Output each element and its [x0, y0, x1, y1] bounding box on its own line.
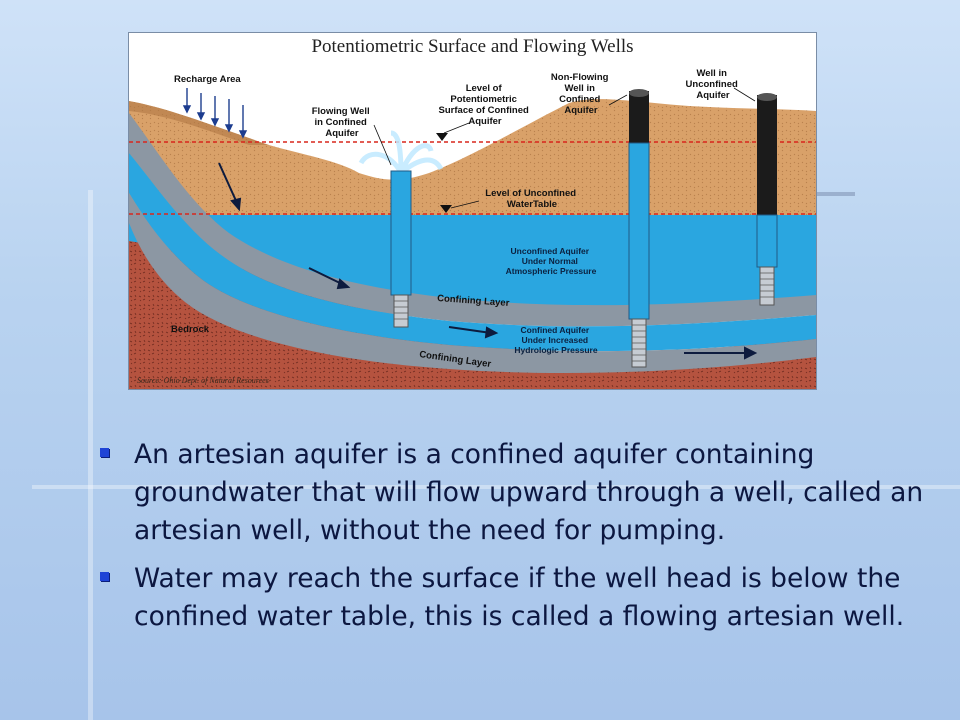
- bullet-item: An artesian aquifer is a confined aquife…: [100, 436, 930, 550]
- potentiometric-marker: [436, 133, 448, 141]
- flow-arrows: [218, 162, 758, 360]
- label-non-flowing-well: Non-Flowing Well in Confined Aquifer: [551, 72, 611, 116]
- background-stripe: [815, 192, 855, 196]
- confining-layer-upper: [129, 113, 816, 327]
- bullet-item: Water may reach the surface if the well …: [100, 560, 930, 636]
- bullet-text: Water may reach the surface if the well …: [134, 563, 905, 632]
- recharge-arrows: [182, 88, 248, 139]
- confined-aquifer-water: [129, 153, 816, 352]
- label-bedrock: Bedrock: [171, 324, 210, 335]
- label-potentiometric-level: Level of Potentiometric Surface of Confi…: [439, 83, 532, 127]
- bullet-icon: [100, 448, 109, 457]
- leader-lines: [373, 87, 756, 209]
- label-confining-layer-upper: Confining Layer: [437, 293, 510, 309]
- source-credit: Source: Ohio Dept. of Natural Resources: [137, 376, 269, 385]
- bedrock: [129, 241, 816, 389]
- flowing-well: [358, 130, 444, 328]
- label-confined-aquifer: Confined Aquifer Under Increased Hydrolo…: [514, 325, 597, 355]
- non-flowing-well: [628, 89, 650, 368]
- confining-layer-lower: [129, 193, 816, 373]
- background-stripe: [32, 485, 960, 489]
- background-stripe: [88, 190, 93, 720]
- unconfined-well: [756, 93, 778, 306]
- cross-section: Recharge Area Flowing Well in Confined A…: [129, 68, 816, 389]
- label-flowing-well: Flowing Well in Confined Aquifer: [312, 106, 373, 139]
- label-unconfined-aquifer: Unconfined Aquifer Under Normal Atmosphe…: [506, 246, 597, 276]
- bullet-list: An artesian aquifer is a confined aquife…: [100, 436, 930, 646]
- unconfined-marker: [440, 205, 452, 213]
- label-recharge-area: Recharge Area: [174, 74, 241, 85]
- fountain-spray: [358, 130, 444, 175]
- aquifer-diagram: Potentiometric Surface and Flowing Wells: [128, 32, 817, 390]
- diagram-title: Potentiometric Surface and Flowing Wells: [311, 36, 634, 57]
- bullet-icon: [100, 572, 109, 581]
- bullet-text: An artesian aquifer is a confined aquife…: [134, 439, 924, 546]
- recharge-slope: [129, 101, 269, 145]
- label-unconfined-well: Well in Unconfined Aquifer: [686, 68, 741, 101]
- label-unconfined-level: Level of Unconfined WaterTable: [485, 188, 578, 210]
